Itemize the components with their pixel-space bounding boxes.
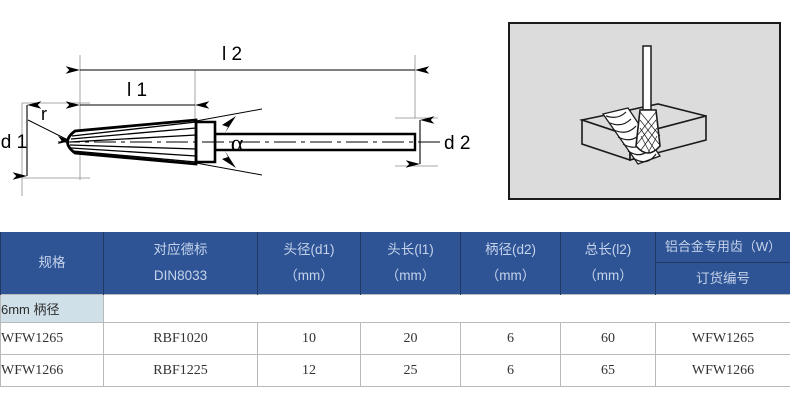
- cell-order-no: WFW1266: [655, 354, 790, 387]
- dimension-alpha: α: [195, 108, 263, 176]
- specification-table: 规格 对应德标 DIN8033 头径(d1) （mm） 头长(l1) （mm） …: [0, 232, 790, 387]
- table-group-row: 6mm 柄径: [0, 294, 790, 323]
- column-header-order-number-label: 订货编号: [696, 271, 750, 286]
- column-header-head-diameter-unit: （mm）: [284, 268, 334, 283]
- tool-shank: [642, 45, 652, 111]
- label-r: r: [41, 104, 47, 124]
- column-header-head-length-unit: （mm）: [385, 268, 436, 283]
- label-d1: d 1: [1, 132, 27, 153]
- column-header-head-diameter-line1: 头径(d1): [283, 242, 335, 258]
- label-l2: l 2: [222, 44, 242, 65]
- label-d2: d 2: [444, 133, 470, 154]
- dimension-l1: l 1: [65, 80, 210, 109]
- cell-order-no: WFW1265: [655, 322, 790, 355]
- cell-d1: 10: [257, 322, 361, 355]
- column-header-spec: 规格: [0, 232, 104, 295]
- burr-flutes: [69, 121, 197, 163]
- cell-din: RBF1020: [103, 322, 258, 355]
- label-l1: l 1: [127, 80, 147, 101]
- column-header-shank-diameter-unit: （mm）: [485, 268, 536, 283]
- column-header-total-length-unit: （mm）: [583, 268, 633, 283]
- column-header-order-number: 铝合金专用齿（W） 订货编号: [655, 232, 790, 295]
- column-header-shank-diameter: 柄径(d2) （mm）: [460, 232, 561, 295]
- table-header-row: 规格 对应德标 DIN8033 头径(d1) （mm） 头长(l1) （mm） …: [0, 232, 790, 295]
- cell-din: RBF1225: [103, 354, 258, 387]
- cell-d2: 6: [460, 354, 561, 387]
- column-header-head-length-line1: 头长(l1): [387, 242, 434, 258]
- column-header-head-diameter: 头径(d1) （mm）: [257, 232, 361, 295]
- dimension-l2: l 2: [65, 44, 430, 74]
- group-row-filler: [103, 294, 790, 323]
- cell-spec: WFW1266: [0, 354, 104, 387]
- column-header-din: 对应德标 DIN8033: [103, 232, 258, 295]
- table-row[interactable]: WFW1266 RBF1225 12 25 6 65 WFW1266: [0, 354, 790, 387]
- cell-l1: 25: [360, 354, 461, 387]
- table-row[interactable]: WFW1265 RBF1020 10 20 6 60 WFW1265: [0, 322, 790, 355]
- column-header-din-line1: 对应德标: [153, 242, 208, 258]
- label-alpha: α: [231, 131, 244, 157]
- burr-dimension-svg: l 2 l 1 d 1 d 2 r: [1, 44, 470, 196]
- cell-l2: 60: [560, 322, 656, 355]
- application-photo: [508, 22, 781, 200]
- group-row-label: 6mm 柄径: [0, 294, 104, 323]
- burr-teeth-hatch: [636, 111, 661, 154]
- dimension-r: r: [27, 104, 71, 144]
- burr-application-svg: [510, 24, 779, 198]
- column-header-head-length: 头长(l1) （mm）: [360, 232, 461, 295]
- column-header-spec-line1: 规格: [38, 255, 66, 271]
- cell-spec: WFW1265: [0, 322, 104, 355]
- column-header-total-length: 总长(l2) （mm）: [560, 232, 656, 295]
- extension-lines: [21, 55, 438, 196]
- cell-d2: 6: [460, 322, 561, 355]
- column-header-total-length-line1: 总长(l2): [584, 242, 632, 258]
- column-header-din-line2: DIN8033: [153, 268, 208, 283]
- dimension-d1: d 1: [1, 101, 42, 180]
- illustration-area: l 2 l 1 d 1 d 2 r: [0, 8, 781, 213]
- burr-body: [58, 118, 440, 166]
- cell-l1: 20: [360, 322, 461, 355]
- column-header-shank-diameter-line1: 柄径(d2): [484, 242, 536, 258]
- column-header-aluminium-tooth: 铝合金专用齿（W）: [656, 232, 790, 263]
- cell-d1: 12: [257, 354, 361, 387]
- cell-l2: 65: [560, 354, 656, 387]
- technical-drawing: l 2 l 1 d 1 d 2 r: [0, 8, 500, 213]
